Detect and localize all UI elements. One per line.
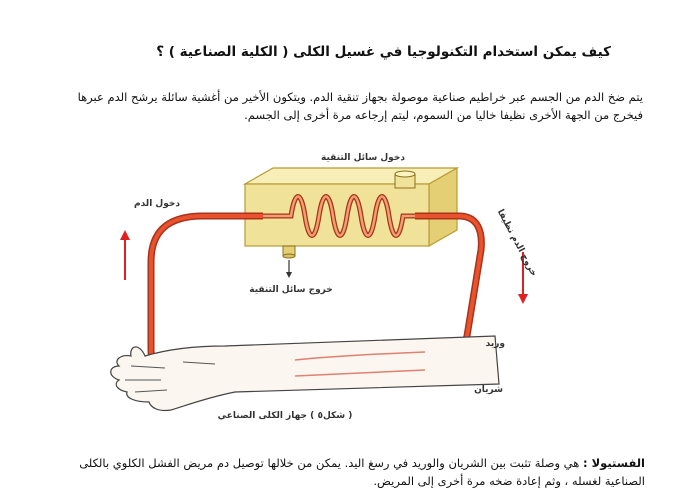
label-fluid-in: دخول سائل التنقية [321, 153, 405, 163]
footer-line-1-text: هي وصلة تثبت بين الشريان والوريد في رسغ … [79, 456, 583, 470]
patient-forearm [110, 335, 500, 412]
fistula-term: الفستيولا : [582, 456, 645, 470]
diagram-caption: ( شكل٥ ) جهاز الكلى الصناعي [218, 411, 353, 421]
intro-paragraph: يتم ضخ الدم من الجسم عبر خراطيم صناعية م… [23, 88, 643, 124]
label-fluid-out: خروج سائل التنقية [249, 285, 333, 295]
flow-arrow-down [518, 252, 528, 304]
footer-line-2: الصناعية لغسله ، وثم إعادة ضخه مرة أخرى … [373, 474, 645, 488]
intro-line-2: فيخرج من الجهة الأخرى نظيفا خاليا من الس… [244, 108, 643, 122]
label-blood-in: دخول الدم [134, 199, 180, 209]
fistula-definition: الفستيولا : هي وصلة تثبت بين الشريان وال… [20, 454, 645, 490]
fluid-inlet-pipe [394, 170, 416, 189]
label-artery: شريان [474, 385, 503, 395]
label-blood-out: خروج الدم نظيفا [495, 208, 539, 278]
footer-line-1: الفستيولا : هي وصلة تثبت بين الشريان وال… [20, 454, 645, 472]
page-heading: كيف يمكن استخدام التكنولوجيا في غسيل الك… [156, 44, 611, 60]
fluid-out-arrow [286, 260, 292, 278]
flow-arrow-up [120, 230, 130, 280]
intro-line-1: يتم ضخ الدم من الجسم عبر خراطيم صناعية م… [77, 90, 643, 104]
artificial-kidney-diagram: دخول سائل التنقية دخول الدم خروج سائل ال… [110, 153, 539, 421]
label-vein: وريد [486, 339, 505, 349]
fluid-outlet-pipe [282, 245, 296, 259]
